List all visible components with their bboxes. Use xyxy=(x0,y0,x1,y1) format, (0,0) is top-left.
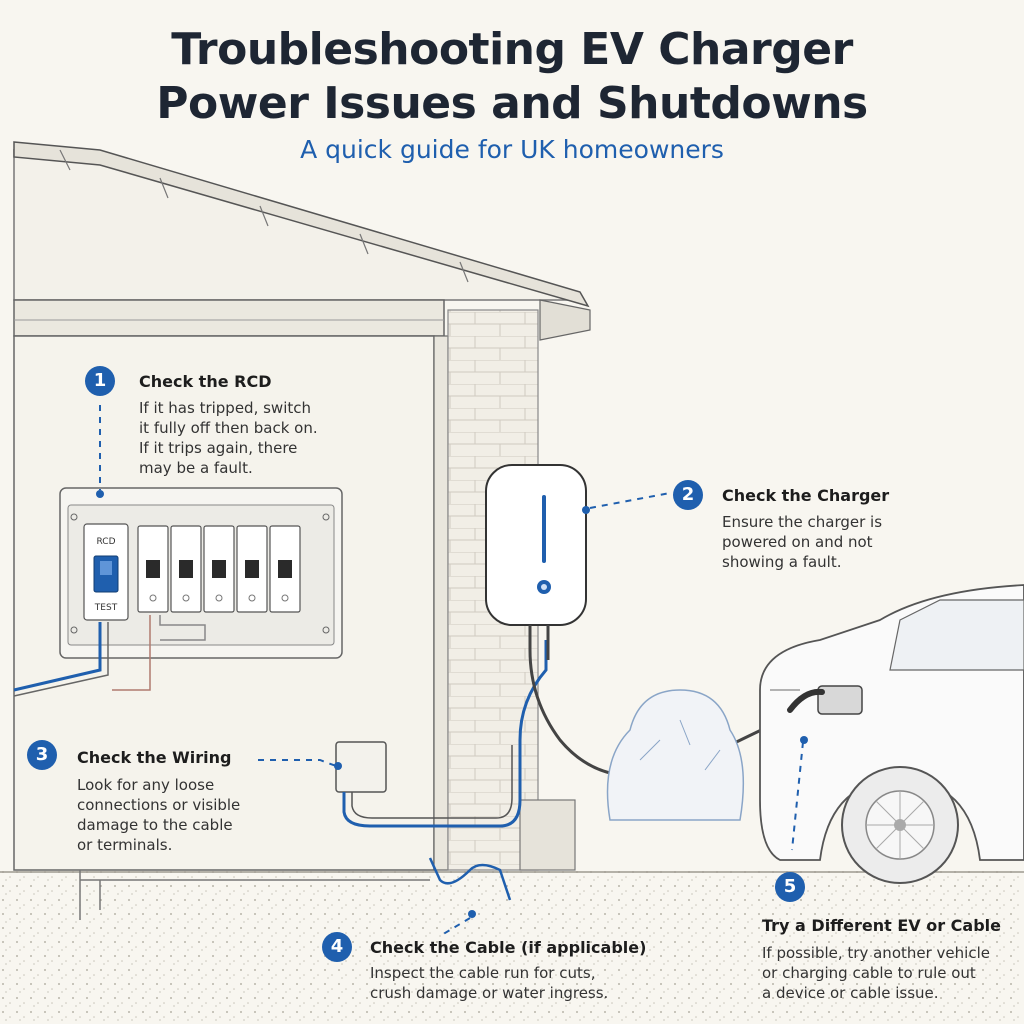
breaker-switch xyxy=(146,560,160,578)
breaker-switch xyxy=(278,560,292,578)
step-title: Check the Cable (if applicable) xyxy=(370,938,647,957)
step-title: Check the Wiring xyxy=(77,748,232,767)
shrub xyxy=(606,689,745,821)
breaker-switch xyxy=(212,560,226,578)
step-number-badge: 1 xyxy=(85,366,115,396)
test-label: TEST xyxy=(94,603,118,613)
rcd-switch[interactable]: RCD TEST xyxy=(83,523,129,621)
step-number-badge: 3 xyxy=(27,740,57,770)
ground xyxy=(0,870,1024,1024)
page-subtitle: A quick guide for UK homeowners xyxy=(300,135,724,164)
electric-car xyxy=(759,584,1024,884)
step-title: Try a Different EV or Cable xyxy=(762,916,1002,935)
leader-dot xyxy=(334,762,342,770)
step-title: Check the RCD xyxy=(139,372,272,391)
step-number-badge: 4 xyxy=(322,932,352,962)
step-number-badge: 5 xyxy=(775,872,805,902)
leader-dot xyxy=(468,910,476,918)
breaker-screw xyxy=(215,594,223,602)
page-title-line-1: Troubleshooting EV Charger xyxy=(171,24,853,75)
breaker-screw xyxy=(248,594,256,602)
step-number-badge: 2 xyxy=(673,480,703,510)
breaker-switch xyxy=(245,560,259,578)
breaker-screw xyxy=(149,594,157,602)
leader-dot xyxy=(800,736,808,744)
rcd-label: RCD xyxy=(96,537,115,547)
wiring xyxy=(79,640,548,920)
breaker-screw xyxy=(281,594,289,602)
callout-leaders xyxy=(99,405,804,937)
circuit-breakers xyxy=(137,525,301,613)
leader-dot xyxy=(582,506,590,514)
roof xyxy=(13,141,591,341)
consumer-unit: RCD TEST xyxy=(13,487,343,697)
breaker-switch xyxy=(179,560,193,578)
breaker-screw xyxy=(182,594,190,602)
page-title-line-2: Power Issues and Shutdowns xyxy=(156,78,868,129)
step-title: Check the Charger xyxy=(722,486,890,505)
step-description: Inspect the cable run for cuts,crush dam… xyxy=(370,964,609,1002)
leader-dot xyxy=(96,490,104,498)
